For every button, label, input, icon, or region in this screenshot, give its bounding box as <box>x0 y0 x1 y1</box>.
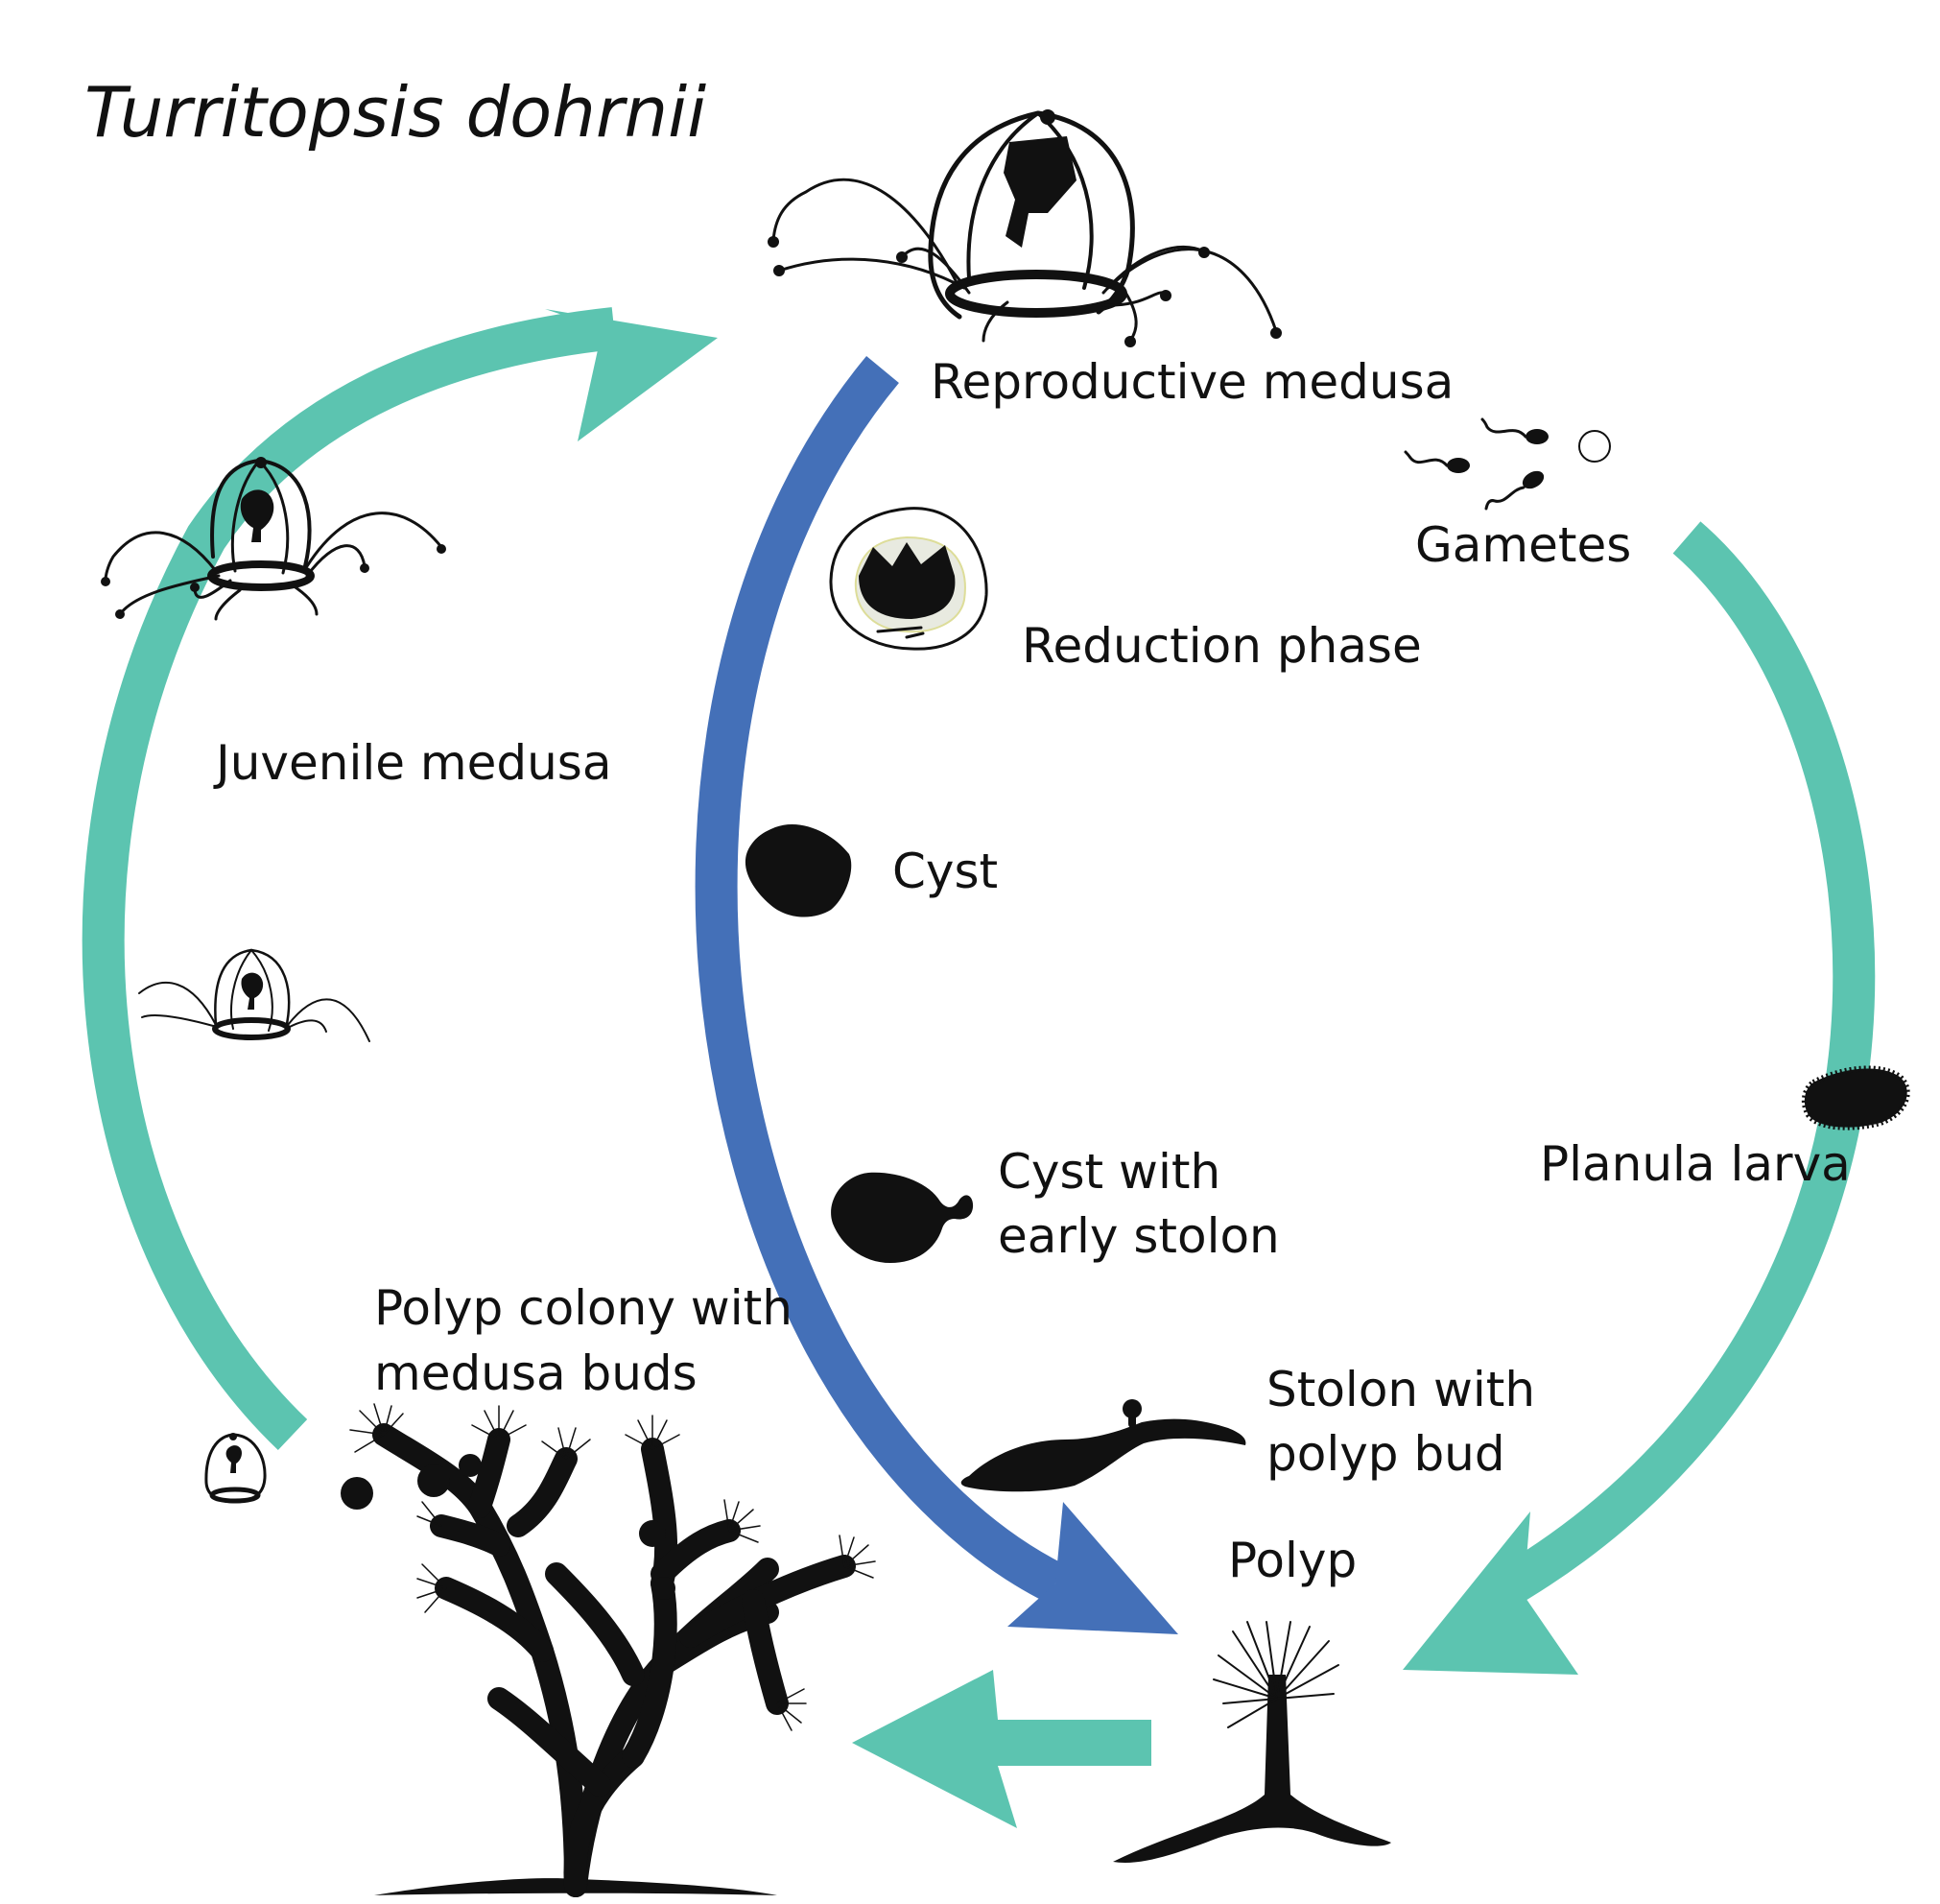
cyst-stolon-icon <box>831 1172 974 1263</box>
diagram-title: Turritopsis dohrnii <box>84 72 706 153</box>
label-cyst-early-stolon-line1: Cyst with <box>998 1144 1220 1200</box>
stolon-icon <box>960 1399 1246 1492</box>
label-reduction-phase: Reduction phase <box>1022 618 1422 674</box>
polyp-icon <box>1113 1621 1391 1863</box>
label-cyst-early-stolon-line2: early stolon <box>998 1208 1280 1264</box>
label-cyst-early-stolon: Cyst with early stolon <box>998 1144 1280 1264</box>
label-polyp-colony-line1: Polyp colony with <box>374 1280 793 1336</box>
label-gametes: Gametes <box>1415 517 1631 573</box>
label-cyst: Cyst <box>892 844 998 899</box>
arrow-polyp-to-colony <box>852 1670 1151 1828</box>
label-polyp-colony-line2: medusa buds <box>374 1345 698 1401</box>
label-planula-larva: Planula larva <box>1540 1136 1851 1192</box>
planula-icon <box>1801 1065 1910 1130</box>
cyst-icon <box>745 823 852 917</box>
medusa-bud-icon <box>204 1433 267 1504</box>
label-polyp: Polyp <box>1228 1533 1357 1588</box>
label-stolon-polyp-bud-line1: Stolon with <box>1266 1362 1535 1417</box>
label-stolon-polyp-bud: Stolon with polyp bud <box>1266 1362 1550 1482</box>
arrow-colony-to-medusa <box>82 307 718 1450</box>
label-polyp-colony: Polyp colony with medusa buds <box>374 1280 808 1401</box>
arrow-reverse-development <box>695 355 1178 1634</box>
medusa-icon <box>768 109 1282 347</box>
label-reproductive-medusa: Reproductive medusa <box>931 354 1454 410</box>
label-juvenile-medusa: Juvenile medusa <box>213 735 612 791</box>
colony-icon <box>341 1403 876 1897</box>
juvenile-medusa-small-icon <box>138 948 370 1042</box>
egg-icon <box>1578 430 1611 463</box>
reduction-icon <box>829 507 988 651</box>
sperm-icon <box>1404 417 1549 511</box>
label-stolon-polyp-bud-line2: polyp bud <box>1266 1426 1505 1482</box>
arrow-gametes-to-polyp <box>1403 521 1876 1675</box>
juvenile-medusa-icon <box>101 457 446 621</box>
